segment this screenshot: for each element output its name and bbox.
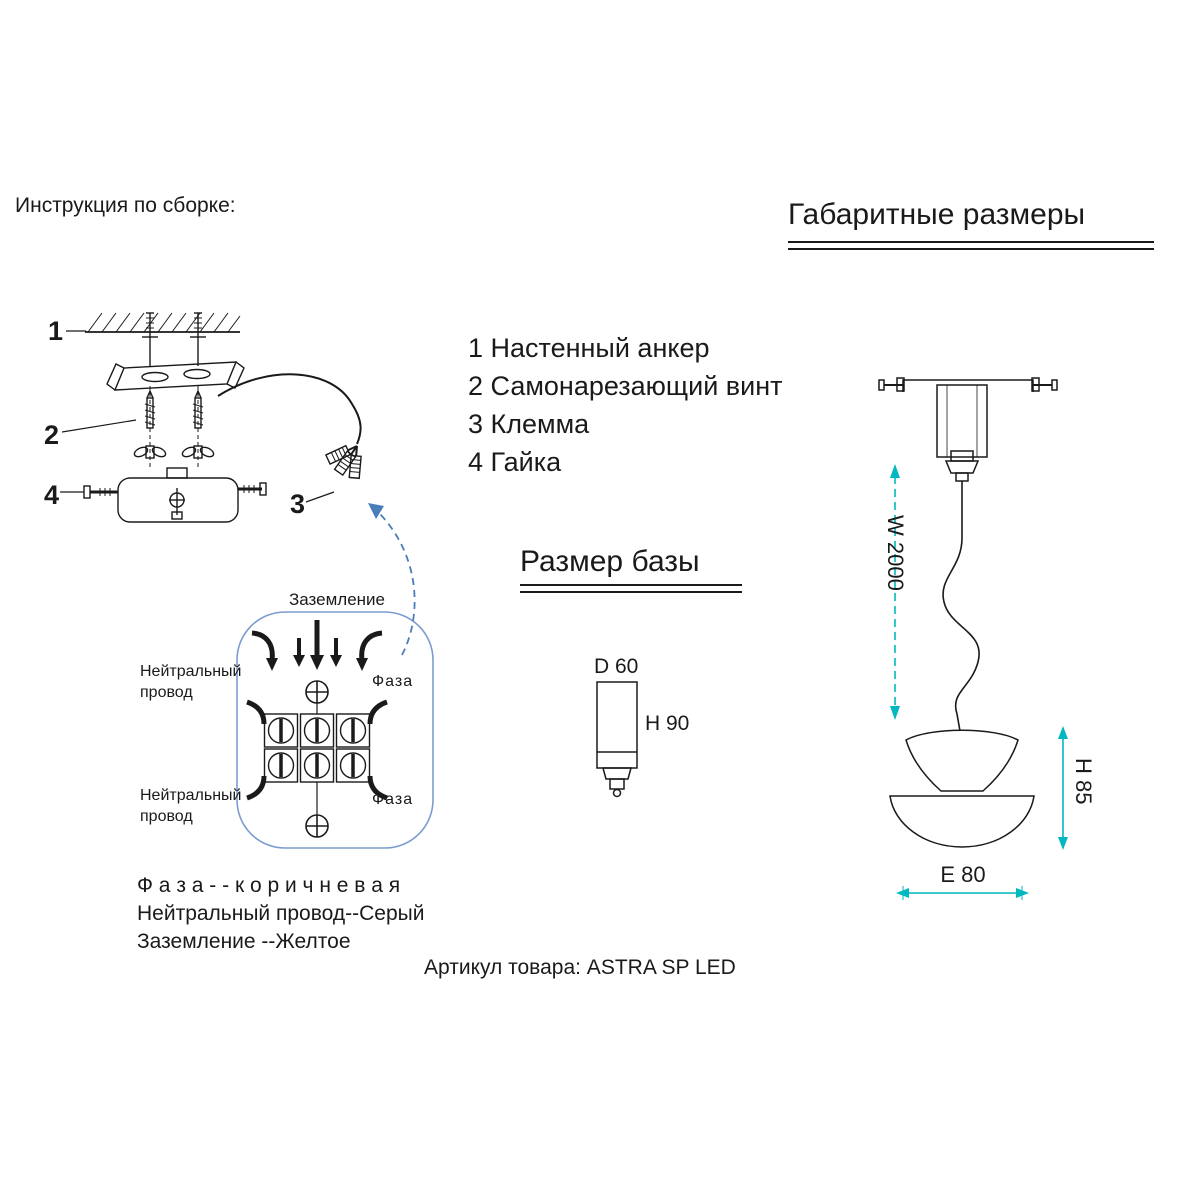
dim-lamp-width: E 80	[940, 862, 986, 887]
wall-anchor-left	[142, 312, 158, 366]
callout-3: 3	[290, 489, 306, 519]
legend-neutral: Нейтральный провод--Серый	[137, 902, 425, 925]
dimensions-title: Габаритные размеры	[788, 198, 1086, 231]
article-number: Артикул товара: ASTRA SP LED	[424, 956, 736, 979]
callout-2: 2	[44, 420, 60, 450]
legend-phase: Ф а з а - - к о р и ч н е в а я	[137, 874, 401, 897]
legend-ground: Заземление --Желтое	[137, 930, 351, 953]
cable	[217, 373, 362, 445]
mounting-bracket	[106, 361, 245, 391]
double-underline	[788, 241, 1154, 250]
callout-leaders	[60, 330, 335, 503]
parts-list: 1 Настенный анкер 2 Самонарезающий винт …	[468, 329, 783, 481]
dim-lamp-height: H 85	[1071, 758, 1096, 805]
side-bolt-left	[83, 485, 118, 499]
canopy-base	[117, 467, 239, 523]
side-bolt-right	[238, 482, 267, 496]
label-ground: Заземление	[289, 590, 385, 609]
wire-color-legend: Ф а з а - - к о р и ч н е в а я Нейтраль…	[137, 872, 424, 956]
part-item-nut: 4 Гайка	[468, 447, 562, 477]
base-size-title: Размер базы	[520, 545, 700, 578]
part-item-screw: 2 Самонарезающий винт	[468, 371, 783, 401]
callout-4: 4	[44, 480, 60, 510]
label-neutral-upper: Нейтральный провод	[140, 663, 242, 701]
part-item-anchor: 1 Настенный анкер	[468, 333, 710, 363]
callout-1: 1	[48, 316, 64, 346]
double-underline	[520, 584, 742, 593]
label-phase-lower: Фаза	[372, 791, 414, 808]
wiring-to-terminal-arrow	[368, 503, 416, 656]
assembly-title: Инструкция по сборке:	[15, 194, 236, 217]
part-item-terminal: 3 Клемма	[468, 409, 590, 439]
dim-base-diameter: D 60	[594, 655, 639, 678]
label-phase-upper: Фаза	[372, 673, 414, 690]
terminal-connector	[324, 444, 362, 480]
dim-base-height: H 90	[645, 712, 690, 735]
base-drawing	[596, 681, 638, 798]
dim-wire-length: W 2000	[883, 515, 908, 591]
label-neutral-lower: Нейтральный провод	[140, 787, 242, 825]
assembly-diagram	[60, 312, 362, 523]
terminal-block	[263, 713, 371, 783]
pendant-lamp-drawing	[878, 377, 1058, 848]
screw-right	[181, 386, 215, 470]
wall-anchor-right	[190, 312, 206, 366]
screw-left	[133, 386, 167, 470]
dimension-lines	[890, 464, 1068, 900]
